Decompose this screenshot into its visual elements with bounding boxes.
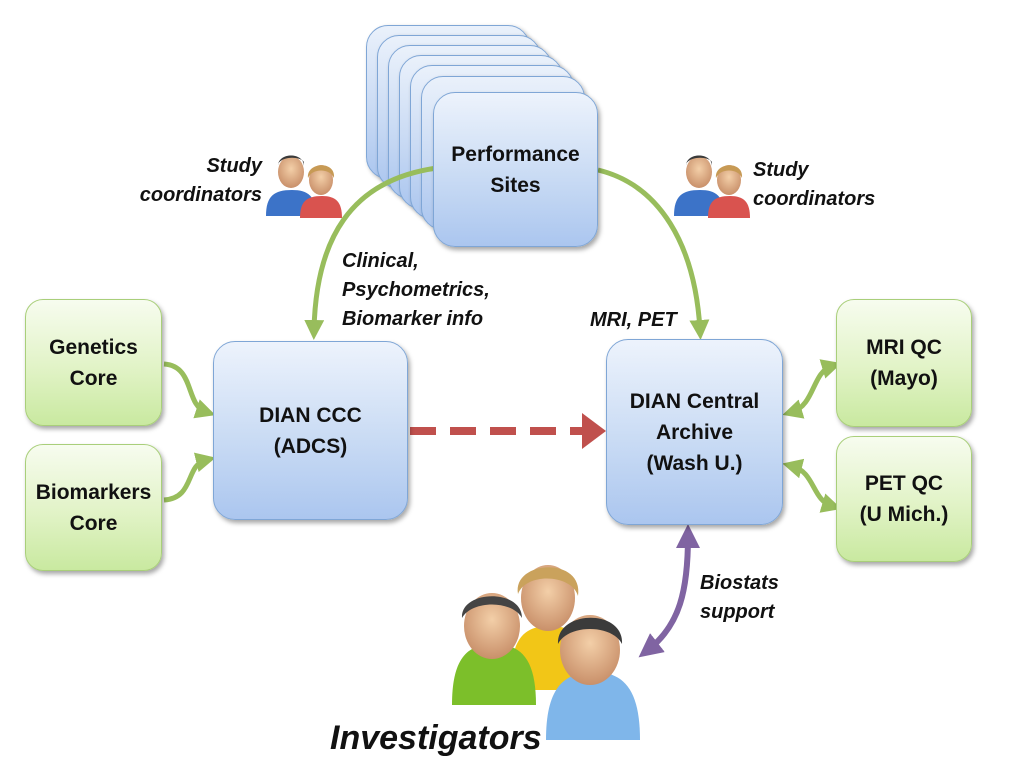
people-icon: [674, 155, 750, 218]
study-coordinators-left-label: Study coordinators: [139, 155, 262, 206]
sites-to-ccc-arrow: [304, 165, 438, 340]
sites-to-archive-arrow: [597, 167, 710, 340]
mri-qc-node: MRI QC (Mayo): [836, 299, 972, 427]
biomarkers-to-ccc-arrow: [163, 452, 216, 503]
archive-investigators-arrow: [638, 524, 700, 658]
performance-sites-node: Performance Sites: [433, 92, 598, 247]
genetics-core-node: Genetics Core: [25, 299, 162, 426]
people-icon: [266, 155, 342, 218]
archive-pet-qc-arrow: [782, 458, 842, 513]
investigators-label: Investigators: [330, 719, 542, 757]
biomarkers-core-node: Biomarkers Core: [25, 444, 162, 571]
pet-qc-node: PET QC (U Mich.): [836, 436, 972, 562]
archive-mri-qc-arrow: [782, 359, 842, 419]
dian-ccc-node: DIAN CCC (ADCS): [213, 341, 408, 520]
study-coordinators-right-label: Study coordinators: [753, 159, 876, 210]
biostats-support-label: Biostats support: [700, 572, 779, 623]
genetics-to-ccc-arrow: [163, 361, 216, 419]
dian-central-archive-node: DIAN Central Archive (Wash U.): [606, 339, 783, 525]
mri-pet-label: MRI, PET: [590, 309, 677, 331]
investigators-icon: [452, 565, 640, 740]
clinical-info-label: Clinical, Psychometrics, Biomarker info: [342, 250, 490, 330]
ccc-to-archive-arrowhead: [582, 413, 606, 449]
